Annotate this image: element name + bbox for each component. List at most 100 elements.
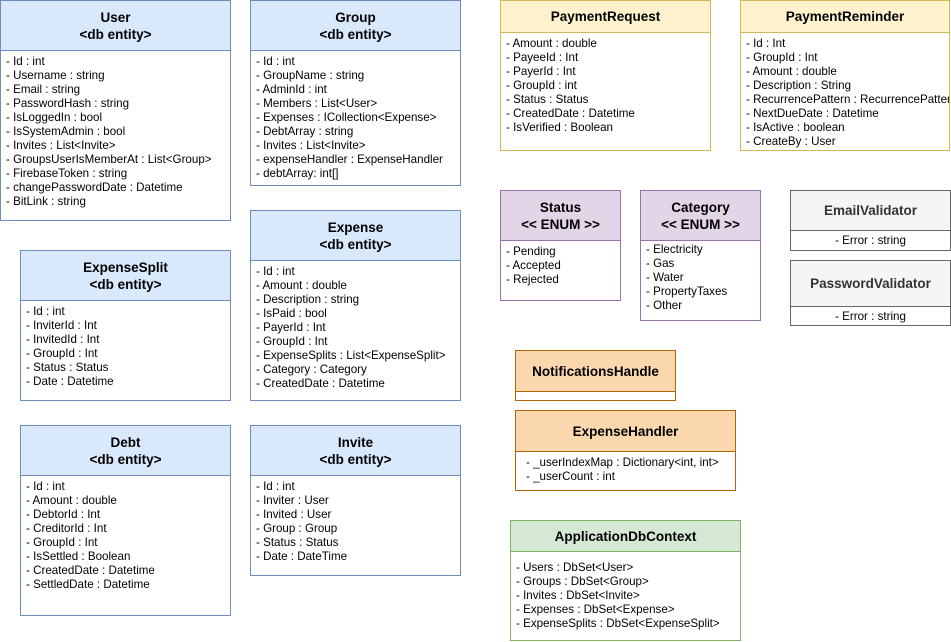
notifications-handle-title: NotificationsHandle: [532, 363, 659, 379]
attribute: - Amount : double: [26, 494, 117, 507]
attribute: - Amount : double: [256, 279, 347, 292]
password-validator-title: PasswordValidator: [810, 276, 931, 291]
attribute: - ExpenseSplits : List<ExpenseSplit>: [256, 349, 446, 362]
app-db-context-attributes: - Users : DbSet<User>- Groups : DbSet<Gr…: [511, 552, 740, 631]
expense-entity-attributes: - Id : int- Amount : double- Description…: [251, 261, 460, 391]
email-validator-attributes: - Error : string: [791, 231, 950, 248]
password-validator-class[interactable]: PasswordValidator - Error : string: [790, 260, 951, 326]
group-entity[interactable]: Group <db entity> - Id : int- GroupName …: [250, 0, 461, 186]
invite-entity-attributes: - Id : int- Inviter : User- Invited : Us…: [251, 476, 460, 564]
category-enum-header: Category << ENUM >>: [641, 191, 760, 241]
attribute: - Id : int: [256, 55, 295, 68]
debt-entity-attributes: - Id : int- Amount : double- DebtorId : …: [21, 476, 230, 592]
attribute: - Error : string: [835, 234, 906, 247]
attribute: - DebtArray : string: [256, 125, 354, 138]
invite-entity[interactable]: Invite <db entity> - Id : int- Inviter :…: [250, 425, 461, 576]
attribute: - CreditorId : Int: [26, 522, 107, 535]
attribute: - IsSettled : Boolean: [26, 550, 131, 563]
payment-request-class[interactable]: PaymentRequest - Amount : double- PayeeI…: [500, 0, 711, 151]
debt-entity[interactable]: Debt <db entity> - Id : int- Amount : do…: [20, 425, 231, 616]
attribute: - GroupId : Int: [746, 51, 818, 64]
attribute: - Amount : double: [746, 65, 837, 78]
attribute: - IsLoggedIn : bool: [6, 111, 103, 124]
attribute: - Pending: [506, 245, 556, 258]
attribute: - Amount : double: [506, 37, 597, 50]
attribute: - debtArray: int[]: [256, 167, 339, 180]
attribute: - Id : int: [26, 480, 65, 493]
notifications-handle-class[interactable]: NotificationsHandle: [515, 350, 676, 401]
attribute: - PayerId : Int: [506, 65, 576, 78]
category-enum[interactable]: Category << ENUM >> - Electricity- Gas- …: [640, 190, 761, 321]
attribute: - changePasswordDate : Datetime: [6, 181, 183, 194]
expense-entity[interactable]: Expense <db entity> - Id : int- Amount :…: [250, 210, 461, 401]
invite-entity-header: Invite <db entity>: [251, 426, 460, 476]
status-enum-header: Status << ENUM >>: [501, 191, 620, 241]
attribute: - Electricity: [646, 243, 703, 256]
password-validator-attributes: - Error : string: [791, 307, 950, 324]
attribute: - Inviter : User: [256, 494, 329, 507]
category-enum-title: Category: [671, 199, 730, 215]
invite-entity-stereotype: <db entity>: [319, 451, 392, 467]
attribute: - expenseHandler : ExpenseHandler: [256, 153, 443, 166]
user-entity[interactable]: User <db entity> - Id : int- Username : …: [0, 0, 231, 221]
user-entity-header: User <db entity>: [1, 1, 230, 51]
expense-handler-header: ExpenseHandler: [516, 411, 735, 452]
attribute: - Other: [646, 299, 683, 312]
notifications-handle-header: NotificationsHandle: [516, 351, 675, 392]
app-db-context-class[interactable]: ApplicationDbContext - Users : DbSet<Use…: [510, 520, 741, 641]
attribute: - Expenses : ICollection<Expense>: [256, 111, 437, 124]
user-entity-attributes: - Id : int- Username : string- Email : s…: [1, 51, 230, 209]
expense-split-entity-stereotype: <db entity>: [89, 276, 162, 292]
category-enum-stereotype: << ENUM >>: [661, 216, 740, 232]
attribute: - SettledDate : Datetime: [26, 578, 150, 591]
attribute: - BitLink : string: [6, 195, 86, 208]
attribute: - _userIndexMap : Dictionary<int, int>: [526, 456, 719, 469]
attribute: - Id : int: [6, 55, 45, 68]
attribute: - PasswordHash : string: [6, 97, 130, 110]
invite-entity-title: Invite: [337, 434, 374, 450]
expense-handler-attributes: - _userIndexMap : Dictionary<int, int>- …: [516, 452, 735, 484]
payment-reminder-class[interactable]: PaymentReminder - Id : Int- GroupId : In…: [740, 0, 950, 151]
attribute: - Status : Status: [26, 361, 109, 374]
attribute: - Invited : User: [256, 508, 332, 521]
attribute: - IsSystemAdmin : bool: [6, 125, 126, 138]
expense-split-entity[interactable]: ExpenseSplit <db entity> - Id : int- Inv…: [20, 250, 231, 401]
attribute: - CreatedDate : Datetime: [256, 377, 385, 390]
group-entity-attributes: - Id : int- GroupName : string- AdminId …: [251, 51, 460, 181]
attribute: - PropertyTaxes: [646, 285, 728, 298]
attribute: - Date : DateTime: [256, 550, 348, 563]
attribute: - Gas: [646, 257, 675, 270]
attribute: - _userCount : int: [526, 470, 615, 483]
attribute: - InviterId : Int: [26, 319, 97, 332]
attribute: - PayeeId : Int: [506, 51, 579, 64]
attribute: - Status : Status: [256, 536, 339, 549]
attribute: - Status : Status: [506, 93, 589, 106]
expense-entity-title: Expense: [327, 219, 384, 235]
attribute: - Category : Category: [256, 363, 367, 376]
attribute: - Id : int: [256, 265, 295, 278]
attribute: - GroupId : Int: [256, 335, 328, 348]
attribute: - Users : DbSet<User>: [516, 561, 634, 574]
attribute: - Expenses : DbSet<Expense>: [516, 603, 675, 616]
status-enum-title: Status: [539, 199, 582, 215]
expense-handler-title: ExpenseHandler: [572, 423, 679, 439]
email-validator-class[interactable]: EmailValidator - Error : string: [790, 190, 951, 251]
expense-handler-class[interactable]: ExpenseHandler - _userIndexMap : Diction…: [515, 410, 736, 491]
attribute: - Email : string: [6, 83, 81, 96]
expense-split-entity-title: ExpenseSplit: [83, 259, 168, 275]
attribute: - IsActive : boolean: [746, 121, 845, 134]
attribute: - Date : Datetime: [26, 375, 114, 388]
expense-entity-stereotype: <db entity>: [319, 236, 392, 252]
attribute: - IsPaid : bool: [256, 307, 327, 320]
debt-entity-stereotype: <db entity>: [89, 451, 162, 467]
email-validator-title: EmailValidator: [823, 203, 918, 218]
category-enum-values: - Electricity- Gas- Water- PropertyTaxes…: [641, 241, 760, 313]
status-enum[interactable]: Status << ENUM >> - Pending- Accepted- R…: [500, 190, 621, 301]
attribute: - IsVerified : Boolean: [506, 121, 613, 134]
attribute: - Error : string: [835, 310, 906, 323]
attribute: - Members : List<User>: [256, 97, 378, 110]
app-db-context-header: ApplicationDbContext: [511, 521, 740, 552]
attribute: - InvitedId : Int: [26, 333, 100, 346]
attribute: - ExpenseSplits : DbSet<ExpenseSplit>: [516, 617, 720, 630]
status-enum-stereotype: << ENUM >>: [521, 216, 600, 232]
